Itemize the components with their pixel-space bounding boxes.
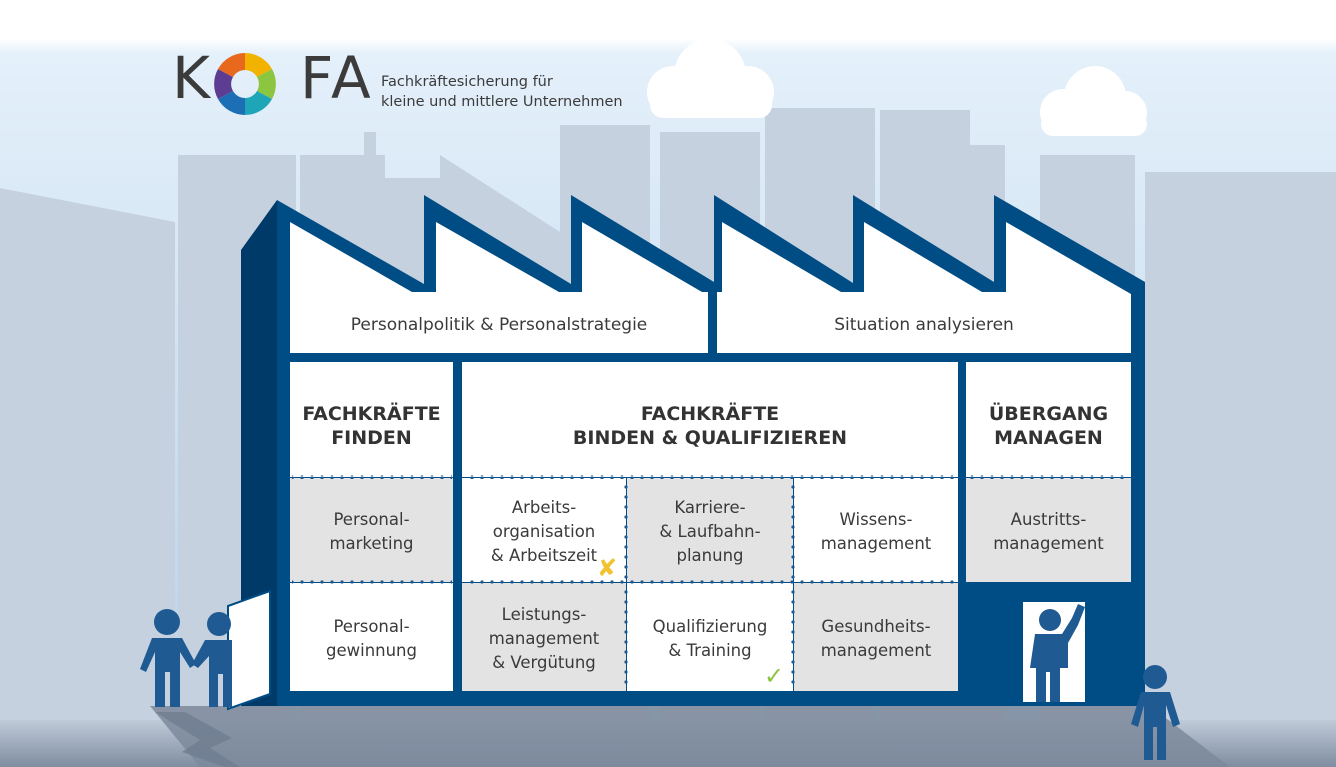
cell-line: planung bbox=[676, 546, 744, 565]
logo-letter-k: K bbox=[172, 44, 214, 112]
cell-line: Austritts- bbox=[1010, 510, 1087, 529]
cell-line: management bbox=[488, 629, 600, 648]
factory-shadow bbox=[150, 706, 1230, 767]
cell-line: & Arbeitszeit bbox=[490, 546, 598, 565]
cell-gesundheitsmanagement-bg bbox=[794, 583, 958, 691]
column-header-find-line1: FACHKRÄFTE bbox=[302, 403, 441, 425]
logo-letters-fa: FA bbox=[300, 44, 374, 112]
cell-leistungsmanagement: Leistungs- management & Vergütung bbox=[462, 603, 626, 675]
cell-line: & Training bbox=[668, 641, 752, 660]
cell-line: management bbox=[993, 534, 1104, 553]
cell-line: Wissens- bbox=[839, 510, 913, 529]
person-right-icon bbox=[1131, 665, 1180, 760]
column-header-bind: FACHKRÄFTE BINDEN & QUALIFIZIEREN bbox=[462, 402, 958, 450]
cell-personalgewinnung-bg bbox=[290, 583, 453, 691]
cell-wissensmanagement: Wissens- management bbox=[794, 508, 958, 556]
logo-tagline-line1: Fachkräftesicherung für bbox=[381, 74, 553, 90]
column-header-exit: ÜBERGANG MANAGEN bbox=[966, 402, 1131, 450]
roof-label-left: Personalpolitik & Personalstrategie bbox=[350, 315, 648, 335]
dotted-separators bbox=[292, 475, 1130, 584]
column-header-bind-line2: BINDEN & QUALIFIZIEREN bbox=[572, 427, 848, 449]
cell-line: Karriere- bbox=[674, 498, 746, 517]
header-box-find bbox=[290, 362, 453, 477]
cell-qualifizierung: Qualifizierung & Training bbox=[627, 615, 793, 663]
cell-line: Leistungs- bbox=[501, 605, 587, 624]
dotted-separators-vertical bbox=[624, 485, 795, 684]
roof-label-right: Situation analysieren bbox=[834, 315, 1014, 335]
cell-line: organisation bbox=[492, 522, 596, 541]
person-in-doorway-icon bbox=[1030, 604, 1085, 702]
cell-austrittsmanagement-bg bbox=[966, 478, 1131, 582]
cross-mark-icon: ✘ bbox=[597, 554, 618, 582]
column-header-find: FACHKRÄFTE FINDEN bbox=[290, 402, 453, 450]
cloud-left bbox=[647, 39, 774, 118]
cell-austrittsmanagement: Austritts- management bbox=[966, 508, 1131, 556]
roof-panel-left bbox=[290, 222, 708, 353]
column-header-exit-line1: ÜBERGANG bbox=[988, 403, 1109, 425]
cell-line: & Laufbahn- bbox=[659, 522, 761, 541]
cell-wissensmanagement-bg bbox=[794, 478, 958, 582]
logo-tagline-line2: kleine und mittlere Unternehmen bbox=[381, 94, 623, 110]
cell-line: marketing bbox=[329, 534, 414, 553]
people-shadow bbox=[155, 712, 240, 767]
column-header-find-line2: FINDEN bbox=[331, 427, 412, 449]
cell-line: management bbox=[820, 641, 932, 660]
cloud-right bbox=[1040, 66, 1147, 136]
cell-karriere: Karriere- & Laufbahn- planung bbox=[627, 496, 793, 568]
cell-qualifizierung-bg bbox=[627, 583, 793, 691]
entrance-door bbox=[227, 589, 271, 711]
header-box-exit bbox=[966, 362, 1131, 477]
roof-panel-right bbox=[717, 222, 1131, 353]
cell-line: Gesundheits- bbox=[821, 617, 931, 636]
column-header-bind-line1: FACHKRÄFTE bbox=[640, 403, 780, 425]
cell-line: Arbeits- bbox=[511, 498, 577, 517]
kofa-logo-ring-icon bbox=[214, 53, 276, 115]
logo-tagline: Fachkräftesicherung für kleine und mittl… bbox=[381, 72, 623, 112]
cell-line: Personal- bbox=[333, 617, 410, 636]
cell-personalmarketing: Personal- marketing bbox=[290, 508, 453, 556]
cell-line: Qualifizierung bbox=[652, 617, 768, 636]
header-box-bind bbox=[462, 362, 958, 477]
cell-karriere-bg bbox=[627, 478, 793, 582]
column-header-exit-line2: MANAGEN bbox=[994, 427, 1103, 449]
cell-personalgewinnung: Personal- gewinnung bbox=[290, 615, 453, 663]
cell-arbeitsorganisation: Arbeits- organisation & Arbeitszeit bbox=[462, 496, 626, 568]
cell-line: management bbox=[820, 534, 932, 553]
cell-line: Personal- bbox=[333, 510, 410, 529]
cell-leistungsmanagement-bg bbox=[462, 583, 626, 691]
people-holding-hands-icon bbox=[140, 609, 232, 707]
cell-arbeitsorganisation-bg bbox=[462, 478, 626, 582]
factory-side-wall bbox=[241, 200, 277, 706]
cell-personalmarketing-bg bbox=[290, 478, 453, 582]
cell-line: & Vergütung bbox=[492, 653, 596, 672]
cell-line: gewinnung bbox=[325, 641, 417, 660]
check-mark-icon: ✓ bbox=[764, 662, 785, 690]
cell-gesundheitsmanagement: Gesundheits- management bbox=[794, 615, 958, 663]
